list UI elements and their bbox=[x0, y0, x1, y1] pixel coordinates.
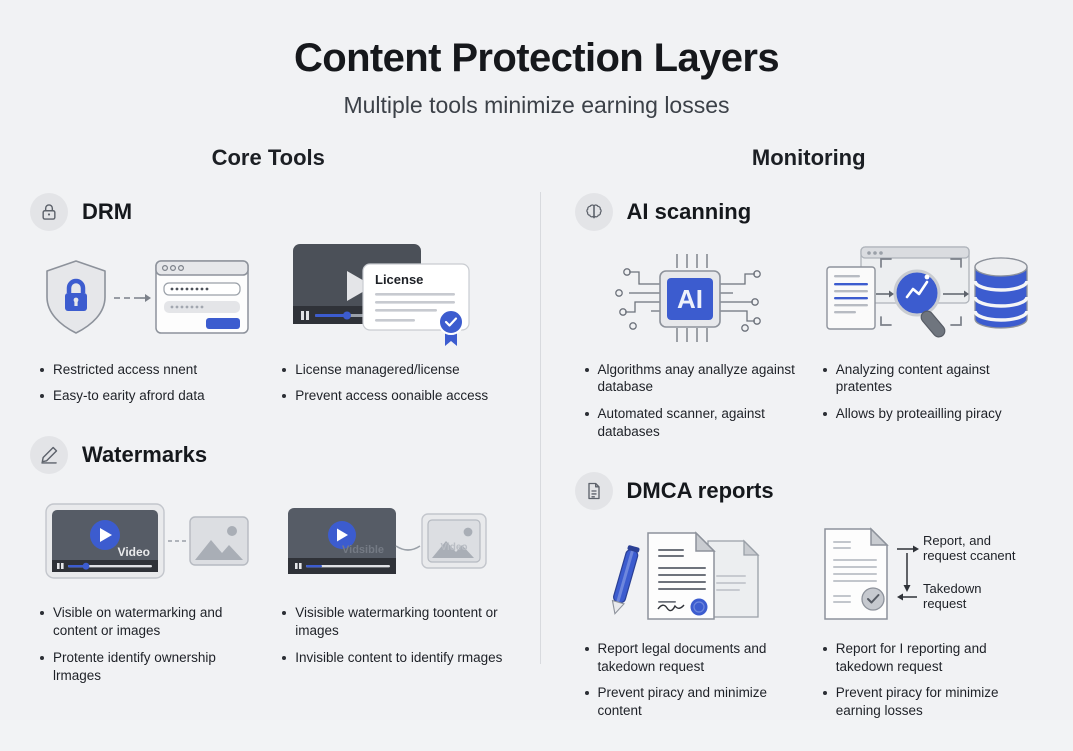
bullets-ai-chip: Algorithms anay anallyze against databas… bbox=[577, 361, 803, 441]
column-divider bbox=[540, 192, 541, 664]
group-header-watermarks: Watermarks bbox=[26, 436, 511, 475]
group-label-watermarks: Watermarks bbox=[82, 442, 208, 468]
cell-ai-chip: AI Algorithms anay anallyze against data… bbox=[571, 243, 809, 450]
page-subtitle: Multiple tools minimize earning losses bbox=[343, 91, 730, 118]
art-video-watermark-visible: Video bbox=[32, 486, 262, 596]
page-title: Content Protection Layers bbox=[293, 36, 780, 80]
bullets-drm-license: License managered/license Prevent access… bbox=[274, 361, 504, 406]
svg-text:request: request bbox=[923, 596, 967, 611]
list-item: Report for I reporting and takedown requ… bbox=[821, 640, 1041, 676]
list-item: Prevent piracy for minimize earning loss… bbox=[821, 684, 1041, 720]
cell-dmca-flow: Report, and request ccanent Takedown req… bbox=[809, 522, 1047, 729]
group-body-drm: Restricted access nnent Easy-to earity a… bbox=[26, 243, 511, 415]
cell-scan-database: Analyzing content against pratentes Allo… bbox=[809, 243, 1047, 450]
art-ai-chip: AI bbox=[577, 243, 803, 353]
list-item: Prevent access oonaible access bbox=[280, 387, 504, 405]
svg-text:Takedown: Takedown bbox=[923, 581, 982, 596]
pencil-icon bbox=[30, 436, 68, 475]
document-icon bbox=[574, 471, 613, 510]
art-signed-document-pen bbox=[577, 522, 803, 632]
brain-icon bbox=[574, 192, 613, 231]
bullets-scan-database: Analyzing content against pratentes Allo… bbox=[815, 361, 1041, 423]
cell-dmca-document: Report legal documents and takedown requ… bbox=[571, 522, 809, 729]
group-header-ai-scanning: AI scanning bbox=[571, 192, 1048, 231]
list-item: License managered/license bbox=[280, 361, 504, 379]
group-body-dmca-reports: Report legal documents and takedown requ… bbox=[571, 522, 1048, 729]
group-label-ai-scanning: AI scanning bbox=[626, 198, 752, 224]
group-watermarks: Watermarks Video bbox=[26, 436, 511, 693]
cell-drm-license: License L bbox=[268, 243, 510, 415]
list-item: Report legal documents and takedown requ… bbox=[583, 640, 803, 676]
list-item: Prevent piracy and minimize content bbox=[583, 684, 803, 720]
bullets-dmca-flow: Report for I reporting and takedown requ… bbox=[815, 640, 1041, 720]
bullets-watermark-visible: Visible on watermarking and content or i… bbox=[32, 604, 262, 684]
list-item: Automated scanner, against databases bbox=[583, 405, 803, 441]
group-label-drm: DRM bbox=[82, 198, 133, 224]
list-item: Easy-to earity afrord data bbox=[38, 387, 262, 405]
list-item: Invisible content to identify rmages bbox=[280, 649, 504, 667]
svg-text:Report, and: Report, and bbox=[923, 533, 991, 548]
svg-text:License: License bbox=[375, 272, 423, 287]
svg-text:Vidsible: Vidsible bbox=[342, 544, 384, 556]
bullets-dmca-document: Report legal documents and takedown requ… bbox=[577, 640, 803, 720]
group-header-dmca-reports: DMCA reports bbox=[571, 471, 1048, 510]
column-title-monitoring: Monitoring bbox=[751, 144, 866, 170]
columns-container: Core Tools DRM bbox=[0, 145, 1073, 751]
header: Content Protection Layers Multiple tools… bbox=[0, 0, 1073, 119]
group-header-drm: DRM bbox=[26, 192, 511, 231]
group-ai-scanning: AI scanning bbox=[571, 192, 1048, 450]
group-dmca-reports: DMCA reports bbox=[571, 471, 1048, 729]
bullets-drm-shield: Restricted access nnent Easy-to earity a… bbox=[32, 361, 262, 406]
lock-icon bbox=[30, 192, 68, 231]
group-drm: DRM bbox=[26, 192, 511, 415]
bullets-watermark-invisible: Visisible watermarking toontent or image… bbox=[274, 604, 504, 666]
list-item: Restricted access nnent bbox=[38, 361, 262, 379]
group-body-watermarks: Video bbox=[26, 486, 511, 693]
list-item: Allows by proteailling piracy bbox=[821, 405, 1041, 423]
svg-text:Video: Video bbox=[118, 545, 150, 559]
column-monitoring: Monitoring AI scanning bbox=[537, 145, 1048, 751]
art-document-flow-arrows: Report, and request ccanent Takedown req… bbox=[815, 522, 1041, 632]
column-title-core-tools: Core Tools bbox=[211, 144, 325, 170]
list-item: Visible on watermarking and content or i… bbox=[38, 604, 262, 640]
art-video-license-card: License bbox=[274, 243, 504, 353]
list-item: Algorithms anay anallyze against databas… bbox=[583, 361, 803, 397]
column-core-tools: Core Tools DRM bbox=[26, 145, 537, 751]
list-item: Analyzing content against pratentes bbox=[821, 361, 1041, 397]
group-label-dmca-reports: DMCA reports bbox=[626, 477, 774, 503]
svg-text:AI: AI bbox=[677, 284, 703, 314]
art-shield-lock-to-login bbox=[32, 243, 262, 353]
svg-text:Video: Video bbox=[441, 542, 468, 553]
art-video-watermark-invisible: Vidsible bbox=[274, 486, 504, 596]
cell-watermark-visible: Video bbox=[26, 486, 268, 693]
cell-watermark-invisible: Vidsible bbox=[268, 486, 510, 693]
svg-text:request ccanent: request ccanent bbox=[923, 548, 1016, 563]
infographic-canvas: Content Protection Layers Multiple tools… bbox=[0, 0, 1073, 719]
list-item: Visisible watermarking toontent or image… bbox=[280, 604, 504, 640]
list-item: Protente identify ownership lrmages bbox=[38, 649, 262, 685]
group-body-ai-scanning: AI Algorithms anay anallyze against data… bbox=[571, 243, 1048, 450]
cell-drm-shield: Restricted access nnent Easy-to earity a… bbox=[26, 243, 268, 415]
art-scan-search-database bbox=[815, 243, 1041, 353]
